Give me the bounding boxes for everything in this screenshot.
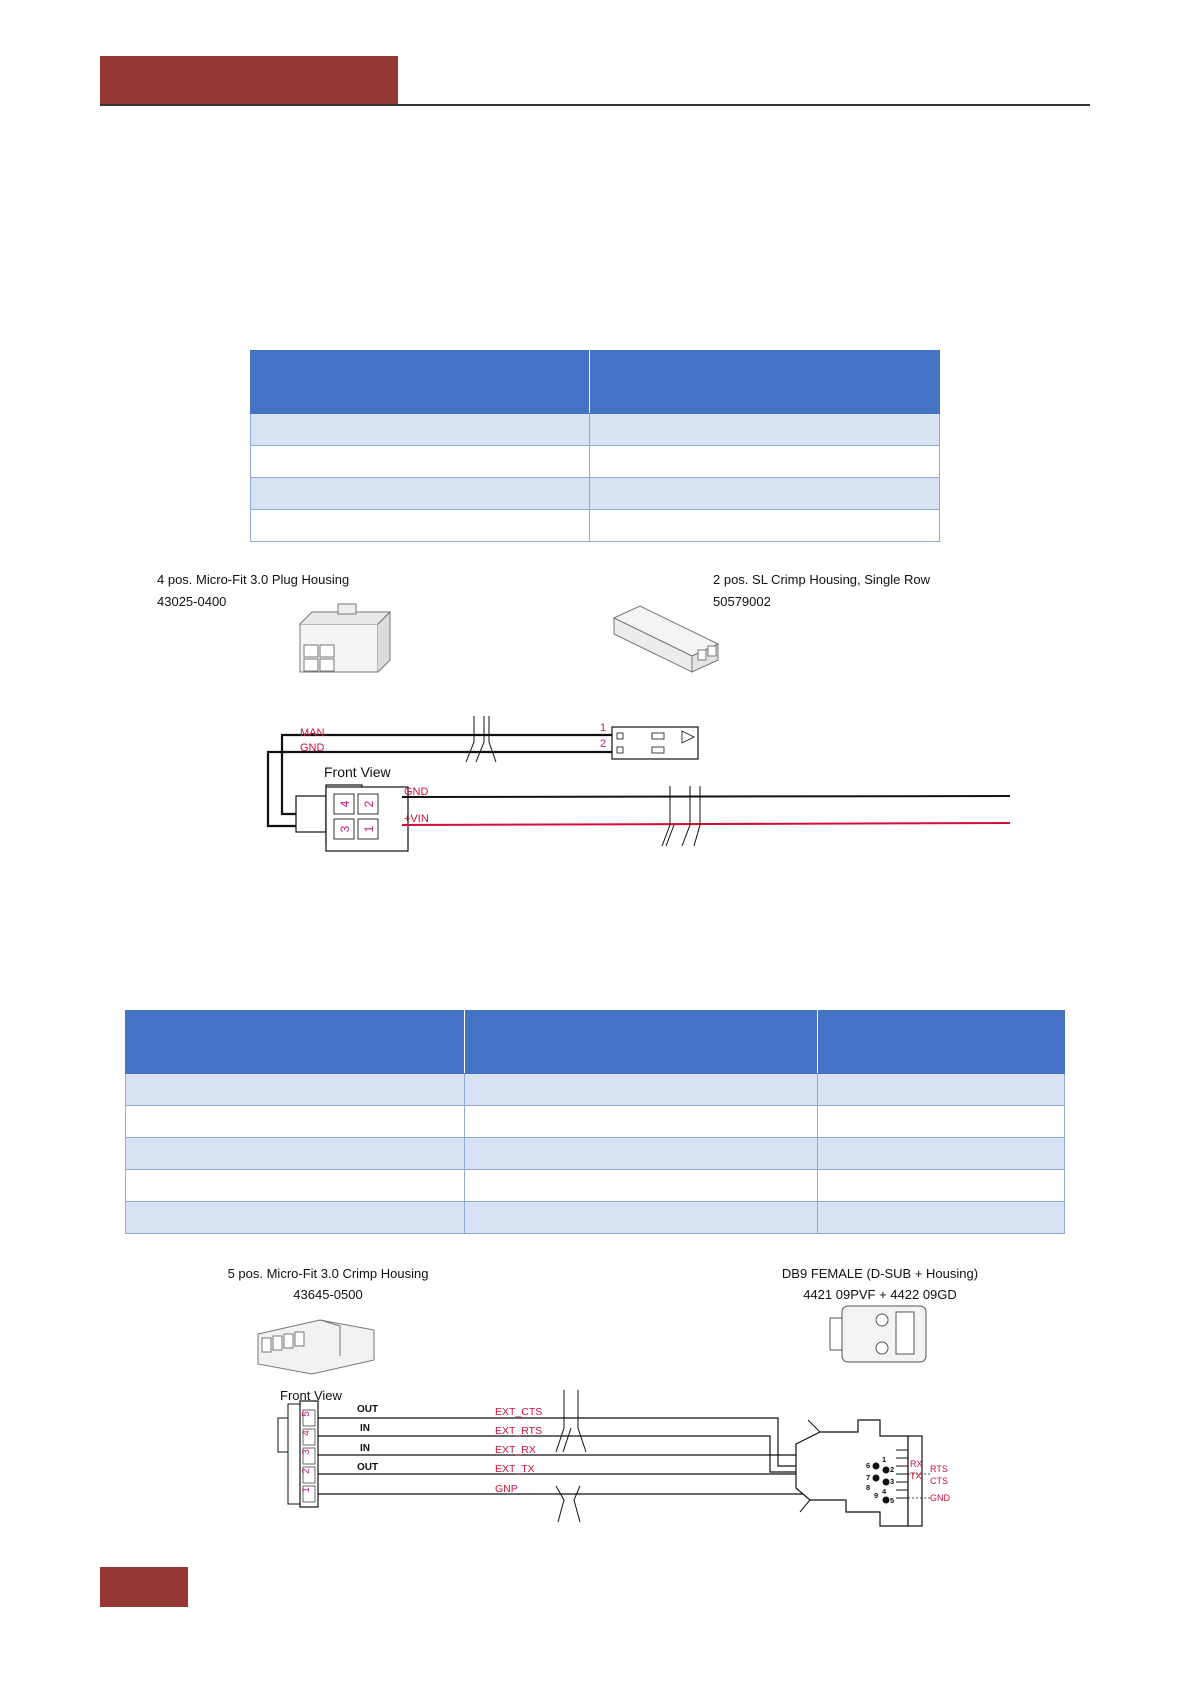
- direction-label: IN: [360, 1423, 370, 1434]
- micro-fit-5pos-housing-image: [257, 1319, 375, 1375]
- housing-c-part: 43645-0500: [293, 1287, 363, 1302]
- table-row: [125, 1137, 1065, 1170]
- signal-label-rts: EXT_RTS: [495, 1425, 542, 1437]
- signal-label-cts: EXT_CTS: [495, 1406, 542, 1418]
- pin-label-3: 3: [301, 1449, 312, 1455]
- front-view-label: Front View: [324, 764, 392, 780]
- pin-label-1: 1: [301, 1487, 312, 1493]
- header-rule: [100, 104, 1090, 106]
- db9-pin-number: 5: [890, 1496, 894, 1505]
- table-row: [125, 1201, 1065, 1234]
- db9-pin-number: 1: [882, 1455, 886, 1464]
- pin-label-2: 2: [301, 1468, 312, 1474]
- db9-pin-number: 8: [866, 1483, 870, 1492]
- pin-label-1: 1: [362, 825, 376, 832]
- direction-label: IN: [360, 1443, 370, 1454]
- signal-label-rx: EXT_RX: [495, 1444, 536, 1456]
- table-row: [125, 1073, 1065, 1106]
- db9-label-rx: RX: [910, 1459, 923, 1469]
- housing-c-title: 5 pos. Micro-Fit 3.0 Crimp Housing: [227, 1266, 429, 1281]
- front-view-label-2: Front View: [280, 1388, 343, 1403]
- direction-label: OUT: [357, 1462, 378, 1473]
- serial-connector-table: [125, 1010, 1065, 1234]
- db9-pin-number: 6: [866, 1461, 870, 1470]
- db9-pin-number: 7: [866, 1473, 870, 1482]
- db9-pin-number: 9: [874, 1491, 878, 1500]
- db9-housing-image: [829, 1305, 927, 1363]
- db9-label-rts: RTS: [930, 1464, 948, 1474]
- db9-pin-number: 3: [890, 1477, 894, 1486]
- power-connector-table: [250, 350, 940, 542]
- pin-label-4: 4: [301, 1430, 312, 1436]
- table-row: [125, 1105, 1065, 1138]
- housing-a-title: 4 pos. Micro-Fit 3.0 Plug Housing: [157, 572, 350, 587]
- table-header-row: [125, 1010, 1065, 1074]
- db9-label-tx: TX: [910, 1471, 922, 1481]
- header-accent-block: [100, 56, 398, 104]
- direction-label: OUT: [357, 1404, 378, 1415]
- db9-pin-number: 4: [882, 1487, 887, 1496]
- table-row: [250, 445, 940, 478]
- housing-b-title: 2 pos. SL Crimp Housing, Single Row: [713, 572, 931, 587]
- db9-label-gnd: GND: [930, 1493, 951, 1503]
- sl-2pos-housing-image: [612, 605, 720, 673]
- housing-a-part: 43025-0400: [157, 594, 227, 609]
- pin-label-2: 2: [362, 800, 376, 807]
- signal-label-tx: EXT_TX: [495, 1463, 535, 1475]
- db9-pin-number: 2: [890, 1465, 894, 1474]
- wire-label-man: MAN: [300, 727, 325, 739]
- db9-label-cts: CTS: [930, 1476, 948, 1486]
- footer-accent-block: [100, 1567, 188, 1607]
- housing-d-part: 4421 09PVF + 4422 09GD: [803, 1287, 957, 1302]
- sl-pin-2: 2: [600, 738, 606, 750]
- table-row: [250, 477, 940, 510]
- pin-label-4: 4: [338, 800, 352, 807]
- housing-d-title: DB9 FEMALE (D-SUB + Housing): [781, 1266, 979, 1281]
- wire-label-vin: +VIN: [404, 813, 429, 825]
- table-header-row: [250, 350, 940, 414]
- power-wiring-schematic: [266, 716, 1011, 852]
- table-row: [250, 509, 940, 542]
- signal-label-gnp: GNP: [495, 1483, 518, 1495]
- pin-label-3: 3: [338, 825, 352, 832]
- pin-label-5: 5: [301, 1411, 312, 1417]
- wire-label-gnd-top: GND: [300, 742, 325, 754]
- sl-pin-1: 1: [600, 722, 606, 734]
- serial-wiring-schematic: [277, 1390, 930, 1527]
- table-row: [125, 1169, 1065, 1202]
- housing-b-part: 50579002: [713, 594, 771, 609]
- micro-fit-4pos-housing-image: [299, 603, 392, 673]
- wire-label-gnd: GND: [404, 786, 429, 798]
